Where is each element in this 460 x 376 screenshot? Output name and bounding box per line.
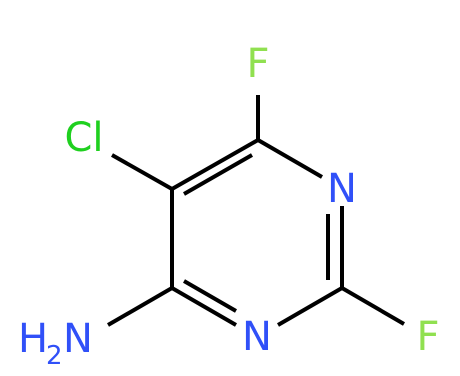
bonds <box>106 95 406 327</box>
atom-cl: Cl <box>64 115 103 161</box>
bond-c6-c5 <box>171 138 259 191</box>
bond-c5-cl <box>111 153 173 191</box>
atom-amine: H 2 N <box>18 316 93 371</box>
amine-subscript: 2 <box>46 341 63 371</box>
amine-n: N <box>63 316 93 362</box>
atom-f-top: F <box>246 41 269 87</box>
bond-n1-c6 <box>256 138 324 179</box>
bond-c4-nh2 <box>106 286 174 327</box>
bond-c4-n3 <box>170 286 238 327</box>
bond-c4-n3-inner <box>183 279 237 313</box>
amine-h: H <box>18 316 48 362</box>
atom-n-bottom: N <box>242 314 272 360</box>
bond-c6-c5-inner <box>183 153 253 196</box>
atom-f-right: F <box>416 314 439 360</box>
bond-c2-f <box>340 286 406 326</box>
atom-n-right: N <box>327 166 357 212</box>
bond-n3-c2 <box>276 286 344 327</box>
